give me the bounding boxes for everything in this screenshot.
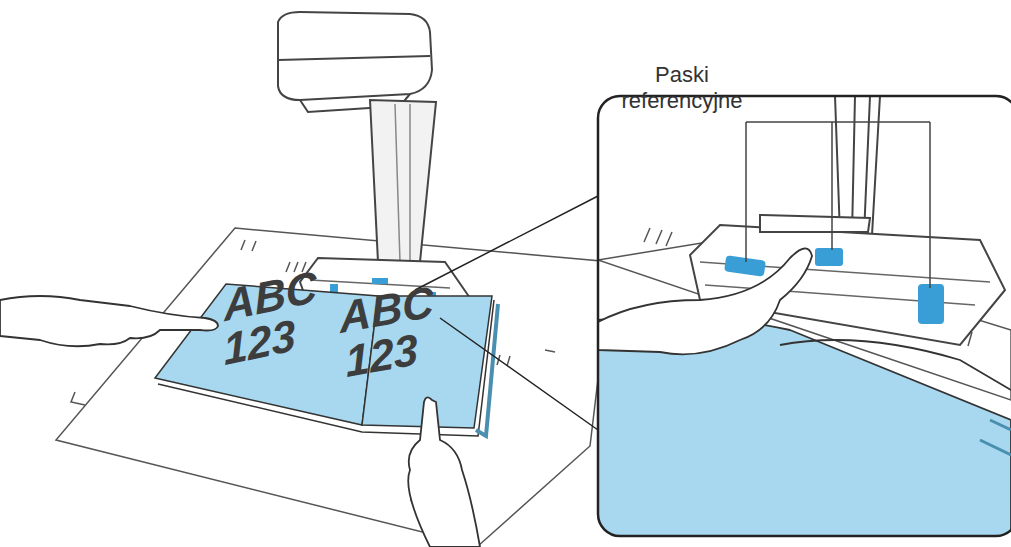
zoom-frame — [598, 96, 1011, 536]
right-hand — [408, 397, 480, 547]
zoom-leader — [415, 196, 598, 430]
zoom-detail — [598, 96, 1011, 536]
left-hand — [0, 296, 218, 346]
mat-marks — [71, 240, 555, 502]
callout-label: Paski referencyjne — [612, 62, 752, 114]
zoom-hand — [598, 248, 812, 354]
callout-leader — [746, 122, 930, 288]
reference-strip — [372, 278, 388, 284]
scan-mat — [56, 228, 612, 546]
scanner-column — [370, 100, 436, 262]
